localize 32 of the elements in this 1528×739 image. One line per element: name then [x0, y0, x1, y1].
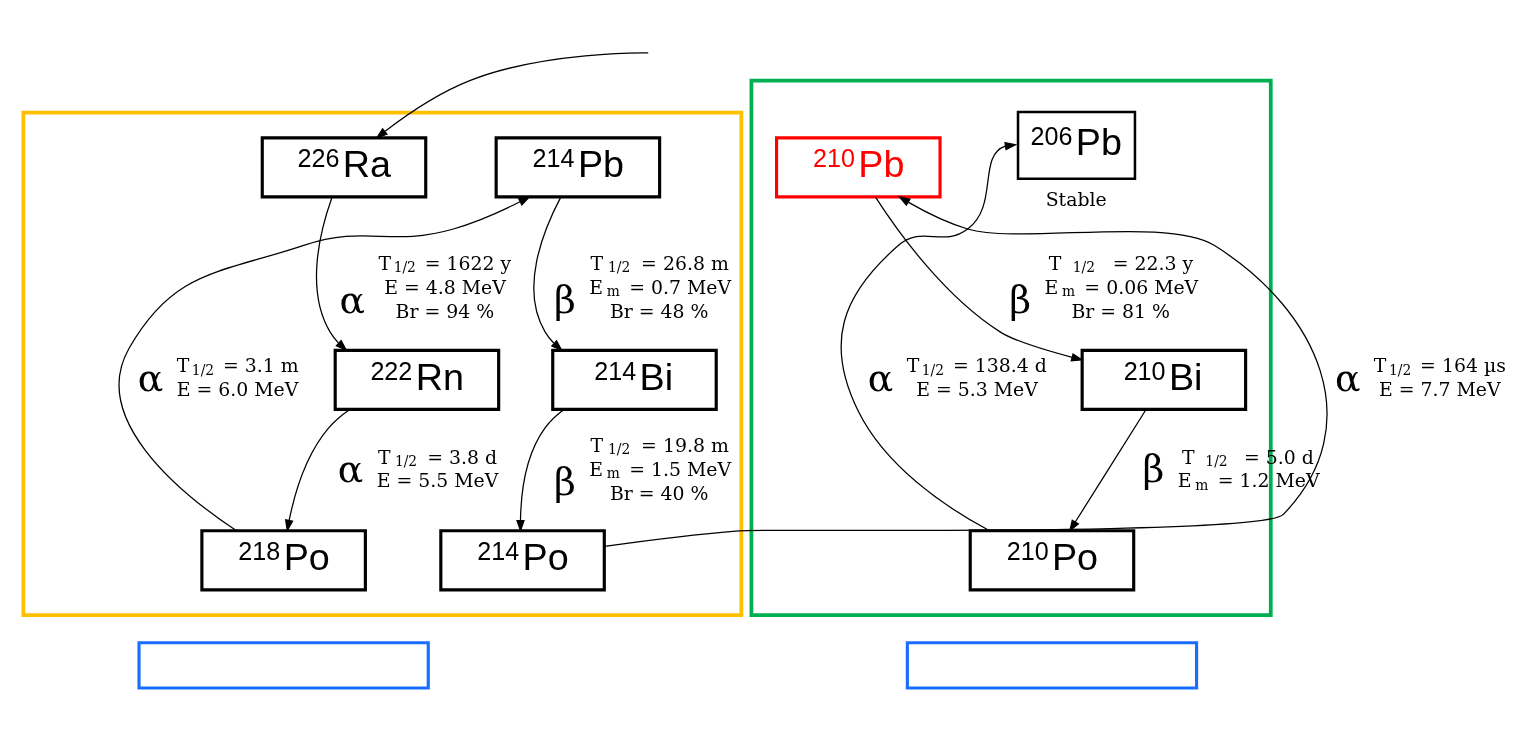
node-label: Br = 48 % — [609, 299, 709, 322]
edge-label: α — [337, 446, 364, 491]
node-label: E = 5.3 MeV — [916, 377, 1038, 400]
node-label: E = 5.5 MeV — [376, 468, 499, 491]
node-label: E = 7.7 MeV — [1378, 377, 1501, 400]
node-label: Stable — [1045, 187, 1107, 210]
edge-label: α — [137, 355, 164, 400]
arrow — [118, 195, 531, 531]
arrow — [516, 408, 565, 533]
edge-label: α — [1334, 355, 1361, 400]
edge-label: β — [554, 277, 576, 322]
arrow — [533, 196, 564, 352]
arrow — [284, 408, 351, 532]
arrow — [603, 195, 1328, 547]
edge-label: α — [339, 277, 366, 322]
node-box — [905, 640, 1199, 690]
arrow — [840, 141, 1018, 531]
arrow — [1068, 408, 1147, 532]
node-label: E = 4.8 MeV — [384, 275, 506, 298]
cluster — [21, 110, 744, 617]
node-label: Br = 40 % — [609, 481, 709, 504]
arrow — [375, 51, 649, 139]
node-label: Br = 94 % — [395, 299, 495, 322]
arrow — [874, 195, 1084, 361]
edge-label: β — [1142, 446, 1165, 491]
edge-label: β — [1009, 277, 1032, 322]
edge-label: β — [554, 459, 576, 504]
node-box — [137, 640, 430, 690]
edge-label: α — [867, 355, 894, 400]
node-label: E = 6.0 MeV — [176, 377, 299, 400]
arrow — [315, 196, 348, 351]
node-label: Br = 81 % — [1071, 299, 1171, 322]
